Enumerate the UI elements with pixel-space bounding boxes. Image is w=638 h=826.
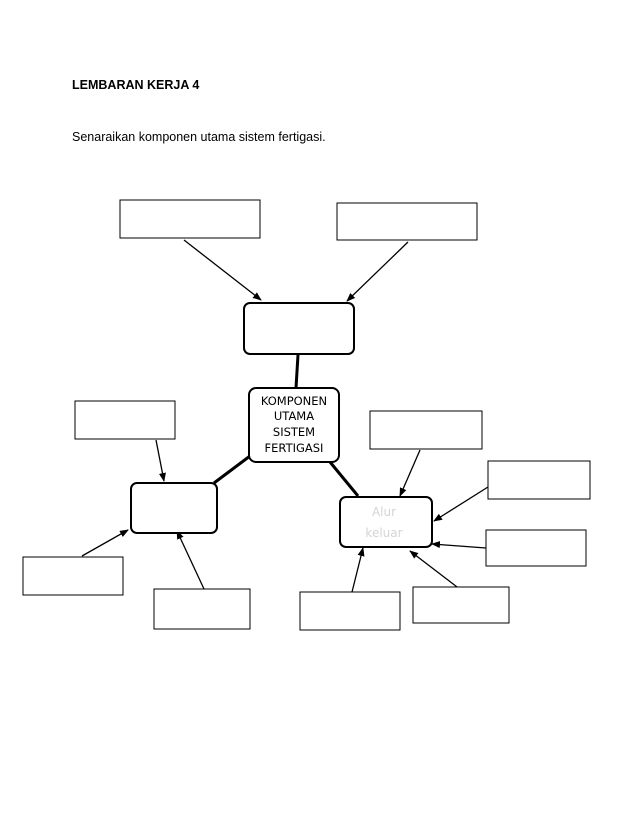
answer-box-top-right[interactable]: [336, 202, 478, 241]
answer-box-top-left[interactable]: [119, 199, 261, 239]
connector-center-right: [328, 461, 360, 497]
output-node-line-2: keluar: [365, 526, 402, 540]
arrow-to-output-node-1: [399, 449, 421, 497]
arrow-to-output-node-4: [409, 550, 462, 591]
answer-box-bottom-center[interactable]: [299, 591, 401, 631]
answer-box-far-right-lower[interactable]: [485, 529, 587, 567]
arrow-to-output-node-2: [433, 486, 489, 522]
component-node-top[interactable]: [243, 302, 355, 355]
arrow-to-left-node-1: [155, 439, 166, 482]
arrow-to-left-node-2: [81, 529, 129, 557]
worksheet-instruction: Senaraikan komponen utama sistem fertiga…: [72, 130, 326, 144]
worksheet-heading: LEMBARAN KERJA 4: [72, 78, 200, 92]
answer-box-mid-right[interactable]: [369, 410, 483, 450]
output-node-line-1: Alur: [372, 505, 396, 519]
arrow-to-output-node-5: [351, 547, 365, 593]
component-node-left[interactable]: [130, 482, 218, 534]
arrow-to-top-node-1: [183, 239, 262, 301]
center-node-line-1: KOMPONEN: [261, 394, 327, 408]
arrow-to-output-node-3: [431, 541, 487, 549]
arrow-to-left-node-3: [176, 530, 205, 590]
center-node: [248, 387, 340, 463]
center-node-line-2: UTAMA: [274, 409, 314, 423]
connector-center-top: [294, 354, 300, 389]
center-node-line-3: SISTEM: [273, 425, 315, 439]
answer-box-bottom-far-left[interactable]: [22, 556, 124, 596]
answer-box-bottom-right[interactable]: [412, 586, 510, 624]
answer-box-mid-left[interactable]: [74, 400, 176, 440]
answer-box-far-right-upper[interactable]: [487, 460, 591, 500]
connector-center-left: [213, 454, 251, 485]
answer-box-bottom-left[interactable]: [153, 588, 251, 630]
component-node-output: [339, 496, 433, 548]
arrow-to-top-node-2: [346, 241, 409, 302]
center-node-line-4: FERTIGASI: [265, 441, 324, 455]
